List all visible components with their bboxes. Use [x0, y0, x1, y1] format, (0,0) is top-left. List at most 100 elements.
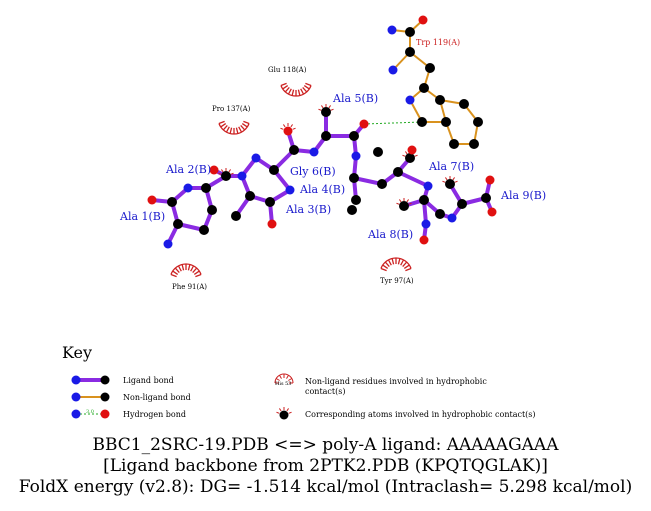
contact-tick [414, 154, 418, 157]
tyr97-arc [380, 257, 412, 272]
arc-tick [402, 261, 408, 268]
arc-tick [222, 124, 228, 131]
arc-tick [177, 265, 182, 272]
arc-tick [305, 82, 312, 87]
arc-tick [387, 259, 392, 266]
arc-tick [384, 261, 390, 268]
key-title: Key [62, 343, 92, 362]
key-arc-tick [279, 374, 282, 379]
contact-tick [288, 411, 292, 414]
contact-tick [442, 180, 446, 183]
contact-tick [406, 199, 409, 203]
key-ligand-bond-label: Ligand bond [123, 376, 174, 385]
atom-nitrogen [183, 183, 193, 193]
atom-carbon [441, 117, 451, 127]
label-ala9: Ala 9(B) [500, 189, 546, 202]
atom-carbon [445, 179, 455, 189]
atom-oxygen [209, 165, 219, 175]
arc-tick [300, 88, 305, 95]
arc-tick [403, 264, 410, 269]
atom-carbon [435, 95, 445, 105]
arc-tick [282, 85, 289, 90]
atom-carbon [481, 193, 491, 203]
atom-nitrogen [421, 219, 431, 229]
atom-nitrogen [447, 213, 457, 223]
arc-tick [195, 273, 202, 278]
key-nonligand-hydrophobic-label-2: contact(s) [305, 387, 345, 396]
arc-tick [382, 264, 389, 269]
atom-nitrogen [423, 181, 433, 191]
atom-carbon [419, 83, 429, 93]
atoms [147, 15, 497, 249]
contact-tick [318, 108, 322, 111]
arc-tick [303, 85, 310, 90]
atom-carbon [351, 195, 361, 205]
atom-carbon [221, 171, 231, 181]
atom-carbon [425, 63, 435, 73]
atom-nitrogen [163, 239, 173, 249]
glu118-arc [280, 82, 312, 97]
arc-tick [190, 265, 195, 272]
arc-tick [297, 89, 301, 96]
atom-oxygen [419, 235, 429, 245]
key-arc-tick [286, 374, 289, 379]
atom-oxygen [418, 15, 428, 25]
contact-tick [286, 408, 289, 412]
atom-carbon [405, 47, 415, 57]
atom-oxygen [147, 195, 157, 205]
key-nonligand-bond-label: Non-ligand bond [123, 393, 191, 402]
atom-carbon [469, 139, 479, 149]
arc-tick [235, 127, 239, 134]
atom-carbon [199, 225, 209, 235]
atom-nitrogen [351, 151, 361, 161]
key-nonligand-bond: Non-ligand bond [71, 392, 191, 402]
caption-line-3: FoldX energy (v2.8): DG= -1.514 kcal/mol… [18, 477, 633, 497]
arc-tick [302, 86, 308, 93]
atom-nitrogen [285, 185, 295, 195]
atom-carbon [321, 131, 331, 141]
key-corresponding-atoms-label: Corresponding atoms involved in hydropho… [305, 410, 536, 419]
atom-nitrogen [237, 171, 247, 181]
arc-tick [229, 127, 233, 134]
atom-oxygen [359, 119, 369, 129]
contact-tick [328, 105, 331, 109]
arc-tick [170, 273, 177, 278]
atom-carbon [245, 191, 255, 201]
hydrophobic-arcs [170, 82, 412, 278]
key-nonligand-hydrophobic-label: Non-ligand residues involved in hydropho… [305, 377, 487, 386]
arc-tick [187, 264, 191, 271]
key-corresponding-atoms: Corresponding atoms involved in hydropho… [276, 407, 536, 420]
atom-carbon [231, 211, 241, 221]
label-ala1: Ala 1(B) [119, 210, 165, 223]
atom-carbon [373, 147, 383, 157]
arc-tick [193, 270, 200, 275]
atom-oxygen [485, 175, 495, 185]
atom-oxygen [487, 207, 497, 217]
arc-tick [181, 264, 185, 271]
atom-carbon [269, 165, 279, 175]
arc-tick [241, 123, 248, 128]
key-ligand-bond: Ligand bond [71, 375, 174, 385]
contact-tick [276, 411, 280, 414]
atom-carbon [207, 205, 217, 215]
key-arc-tick [275, 378, 280, 381]
hydrogen-bond [363, 121, 423, 125]
arc-tick [405, 267, 412, 272]
atom-carbon [473, 117, 483, 127]
key-nonligand-hydrophobic: His 53 Non-ligand residues involved in h… [274, 373, 487, 396]
arc-tick [291, 89, 295, 96]
atom-carbon [457, 199, 467, 209]
key-hbond-distance: 3.0 [86, 409, 94, 415]
arc-tick [287, 88, 292, 95]
contact-tick [452, 177, 455, 181]
atom-carbon [265, 197, 275, 207]
atom-carbon [399, 201, 409, 211]
label-ala4: Ala 4(B) [299, 183, 345, 196]
arc-tick [400, 259, 405, 266]
atom-carbon [435, 209, 445, 219]
key-hydrogen-bond: 3.0 Hydrogen bond [71, 409, 186, 419]
atom-nitrogen [309, 147, 319, 157]
atom-nitrogen [388, 65, 398, 75]
atom-nitrogen [251, 153, 261, 163]
